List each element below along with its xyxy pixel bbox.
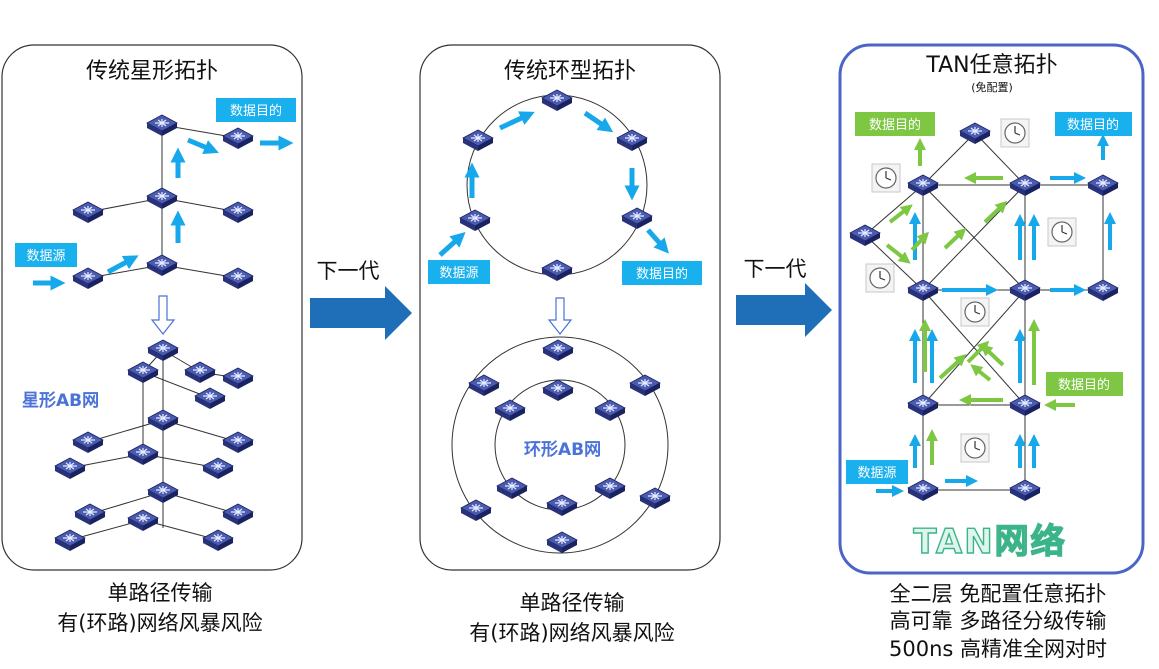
ring-panel-title: 传统环型拓扑 bbox=[504, 59, 636, 84]
svg-text:数据目的: 数据目的 bbox=[636, 266, 688, 282]
ring-flow-arrows bbox=[438, 110, 669, 257]
tan-topology-panel: TAN任意拓扑 (免配置) bbox=[838, 43, 1145, 661]
star-caption-line-2: 有(环路)网络风暴风险 bbox=[57, 611, 262, 635]
ring-topology-panel: 传统环型拓扑 数据源 数据目的 bbox=[419, 44, 721, 645]
hollow-down-arrow-icon bbox=[547, 297, 573, 335]
svg-text:数据源: 数据源 bbox=[857, 466, 896, 481]
star-flow-arrows bbox=[33, 135, 294, 291]
next-generation-arrow-2: 下一代 bbox=[736, 257, 832, 337]
ring-caption-line-2: 有(环路)网络风暴风险 bbox=[469, 621, 674, 645]
star-caption-line-1: 单路径传输 bbox=[108, 581, 213, 605]
tan-target-label-1: 数据目的 bbox=[855, 112, 935, 136]
tan-caption-line-1: 全二层 免配置任意拓扑 bbox=[890, 582, 1107, 606]
svg-text:下一代: 下一代 bbox=[744, 257, 807, 281]
tan-green-flow-arrows bbox=[885, 138, 1075, 465]
tan-panel-subtitle: (免配置) bbox=[971, 80, 1013, 94]
ring-target-label: 数据目的 bbox=[622, 261, 702, 285]
ring-ab-label: 环形AB网 bbox=[524, 439, 601, 460]
star-topology-panel: 传统星形拓扑 数据源 数 bbox=[1, 44, 303, 635]
star-target-label: 数据目的 bbox=[216, 98, 296, 122]
ring-caption-line-1: 单路径传输 bbox=[520, 591, 625, 615]
ring-panel-frame bbox=[419, 44, 721, 571]
clock-icon bbox=[960, 433, 990, 463]
clock-icon bbox=[1000, 118, 1030, 148]
svg-text:数据源: 数据源 bbox=[26, 249, 65, 264]
svg-text:数据目的: 数据目的 bbox=[869, 117, 921, 133]
hollow-down-arrow-icon bbox=[150, 295, 176, 335]
star-source-label: 数据源 bbox=[15, 243, 77, 267]
outer-ring bbox=[451, 336, 669, 554]
star-ab-label: 星形AB网 bbox=[22, 390, 99, 411]
clock-icon bbox=[865, 263, 895, 293]
clock-icon bbox=[960, 297, 990, 327]
next-generation-arrow-1: 下一代 bbox=[310, 259, 412, 340]
svg-text:数据目的: 数据目的 bbox=[1067, 117, 1119, 133]
tan-target-label-2: 数据目的 bbox=[1055, 112, 1132, 136]
tan-target-label-3: 数据目的 bbox=[1046, 372, 1123, 396]
clock-icon bbox=[871, 163, 901, 193]
tan-caption-line-2: 高可靠 多路径分级传输 bbox=[890, 609, 1107, 633]
tan-panel-title: TAN任意拓扑 bbox=[925, 53, 1057, 78]
tan-network-brand: TAN网络 bbox=[913, 522, 1066, 562]
tan-caption-line-3: 500ns 高精准全网对时 bbox=[889, 637, 1107, 661]
tan-blue-flow-arrows bbox=[876, 134, 1116, 497]
ring-source-label: 数据源 bbox=[428, 260, 490, 284]
svg-text:下一代: 下一代 bbox=[317, 259, 380, 283]
clock-icon bbox=[1047, 217, 1077, 247]
tan-source-label: 数据源 bbox=[846, 460, 908, 484]
svg-text:数据目的: 数据目的 bbox=[1058, 377, 1110, 393]
svg-text:数据源: 数据源 bbox=[439, 266, 478, 281]
svg-text:数据目的: 数据目的 bbox=[230, 103, 282, 119]
star-panel-title: 传统星形拓扑 bbox=[86, 59, 218, 84]
